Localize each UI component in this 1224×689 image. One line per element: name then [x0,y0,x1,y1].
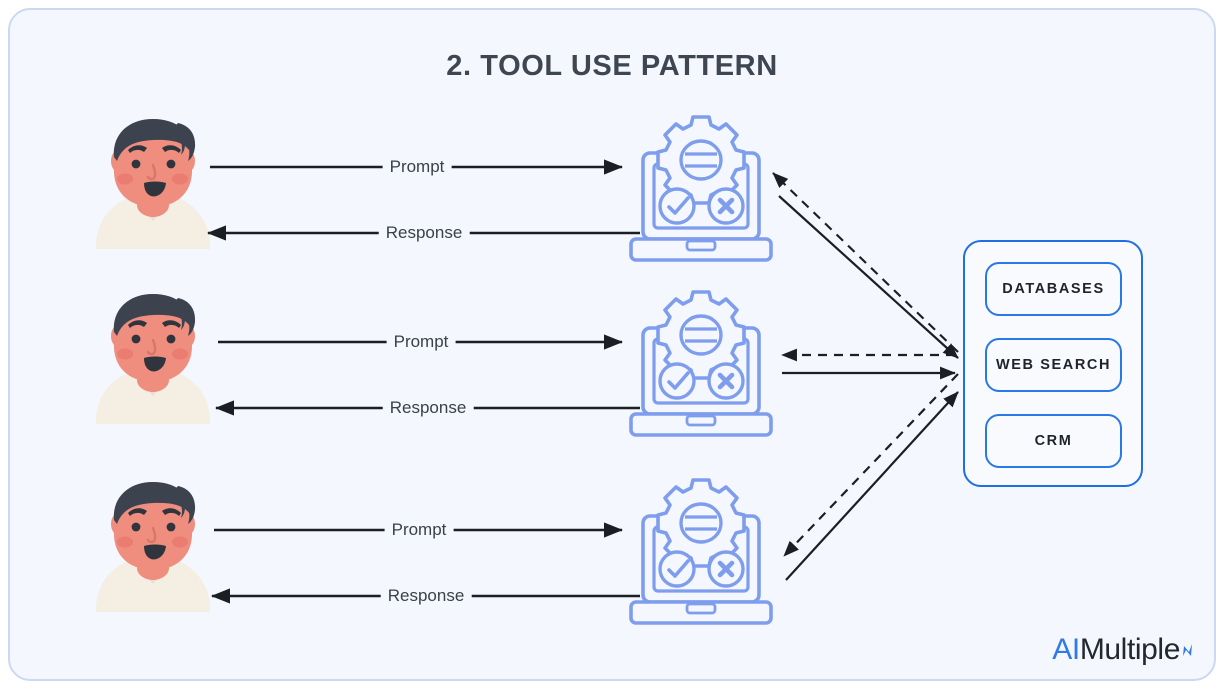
avatar-row-3 [94,480,212,614]
response-label-1: Response [378,223,470,243]
laptop-row-3 [631,480,771,623]
tool-chip-label: WEB SEARCH [995,357,1112,373]
prompt-label-1: Prompt [382,157,452,177]
prompt-label-3: Prompt [384,520,454,540]
prompt-label-2: Prompt [386,332,456,352]
tool-request-arrow-1 [778,195,959,359]
tool-request-arrow-3 [785,391,959,581]
avatar-row-1 [94,117,212,251]
avatar-row-2 [94,292,212,426]
laptop-row-2 [631,292,771,435]
logo-ai-text: AI [1052,633,1080,666]
tool-chip-web-search[interactable]: WEB SEARCH [985,338,1122,392]
tool-chip-label: CRM [1034,433,1073,449]
tool-chip-databases[interactable]: DATABASES [985,262,1122,316]
tool-response-arrow-1 [772,172,959,353]
logo-multiple-text: Multiple [1079,633,1181,666]
response-label-3: Response [380,586,472,606]
tool-response-arrow-3 [783,373,959,557]
laptop-row-1 [631,117,771,260]
tool-chip-crm[interactable]: CRM [985,414,1122,468]
page-title: 2. TOOL USE PATTERN [446,50,778,82]
tool-chip-label: DATABASES [1002,281,1105,297]
logo-mark-icon [1181,635,1194,656]
response-label-2: Response [382,398,474,418]
